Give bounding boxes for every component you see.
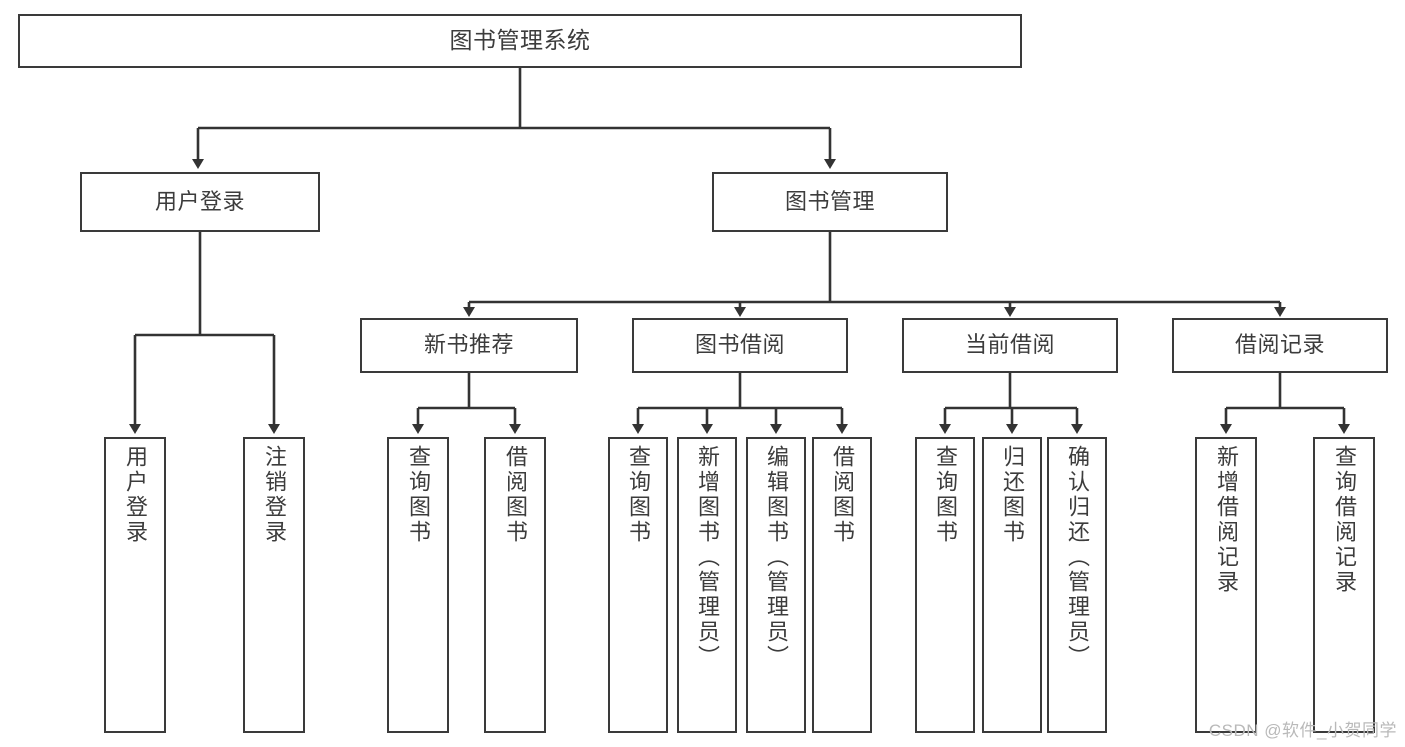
leaf-query-book-bb-label: 查询图书 — [626, 445, 651, 545]
leaf-logout[interactable]: 注销登录 — [243, 437, 305, 733]
leaf-query-borrow-record-label: 查询借阅记录 — [1332, 445, 1357, 595]
leaf-return-book[interactable]: 归还图书 — [982, 437, 1042, 733]
leaf-edit-book-admin[interactable]: 编辑图书（管理员） — [746, 437, 806, 733]
leaf-add-borrow-record-label: 新增借阅记录 — [1214, 445, 1239, 595]
leaf-user-login-label: 用户登录 — [123, 445, 148, 545]
node-new-book-recommend[interactable]: 新书推荐 — [360, 318, 578, 373]
leaf-add-book-admin-label: 新增图书（管理员） — [695, 445, 720, 670]
leaf-query-book-nbr[interactable]: 查询图书 — [387, 437, 449, 733]
leaf-borrow-book-bb[interactable]: 借阅图书 — [812, 437, 872, 733]
leaf-borrow-book-nbr-label: 借阅图书 — [503, 445, 528, 545]
node-new-book-recommend-label: 新书推荐 — [423, 332, 514, 358]
node-current-borrow[interactable]: 当前借阅 — [902, 318, 1118, 373]
node-root-label: 图书管理系统 — [449, 27, 591, 54]
leaf-add-book-admin[interactable]: 新增图书（管理员） — [677, 437, 737, 733]
leaf-confirm-return-admin-label: 确认归还（管理员） — [1065, 445, 1090, 670]
leaf-borrow-book-bb-label: 借阅图书 — [830, 445, 855, 545]
leaf-add-borrow-record[interactable]: 新增借阅记录 — [1195, 437, 1257, 733]
node-root[interactable]: 图书管理系统 — [18, 14, 1022, 68]
node-borrow-record-label: 借阅记录 — [1234, 332, 1325, 358]
leaf-query-book-cb[interactable]: 查询图书 — [915, 437, 975, 733]
node-book-borrow[interactable]: 图书借阅 — [632, 318, 848, 373]
leaf-query-book-bb[interactable]: 查询图书 — [608, 437, 668, 733]
node-book-management[interactable]: 图书管理 — [712, 172, 948, 232]
node-book-borrow-label: 图书借阅 — [694, 332, 785, 358]
leaf-query-borrow-record[interactable]: 查询借阅记录 — [1313, 437, 1375, 733]
leaf-user-login[interactable]: 用户登录 — [104, 437, 166, 733]
leaf-edit-book-admin-label: 编辑图书（管理员） — [764, 445, 789, 670]
node-book-management-label: 图书管理 — [784, 188, 875, 214]
leaf-query-book-cb-label: 查询图书 — [933, 445, 958, 545]
leaf-logout-label: 注销登录 — [262, 445, 287, 545]
node-user-login-label: 用户登录 — [154, 188, 245, 214]
node-current-borrow-label: 当前借阅 — [964, 332, 1055, 358]
node-user-login[interactable]: 用户登录 — [80, 172, 320, 232]
leaf-confirm-return-admin[interactable]: 确认归还（管理员） — [1047, 437, 1107, 733]
node-borrow-record[interactable]: 借阅记录 — [1172, 318, 1388, 373]
leaf-return-book-label: 归还图书 — [1000, 445, 1025, 545]
leaf-borrow-book-nbr[interactable]: 借阅图书 — [484, 437, 546, 733]
leaf-query-book-nbr-label: 查询图书 — [406, 445, 431, 545]
